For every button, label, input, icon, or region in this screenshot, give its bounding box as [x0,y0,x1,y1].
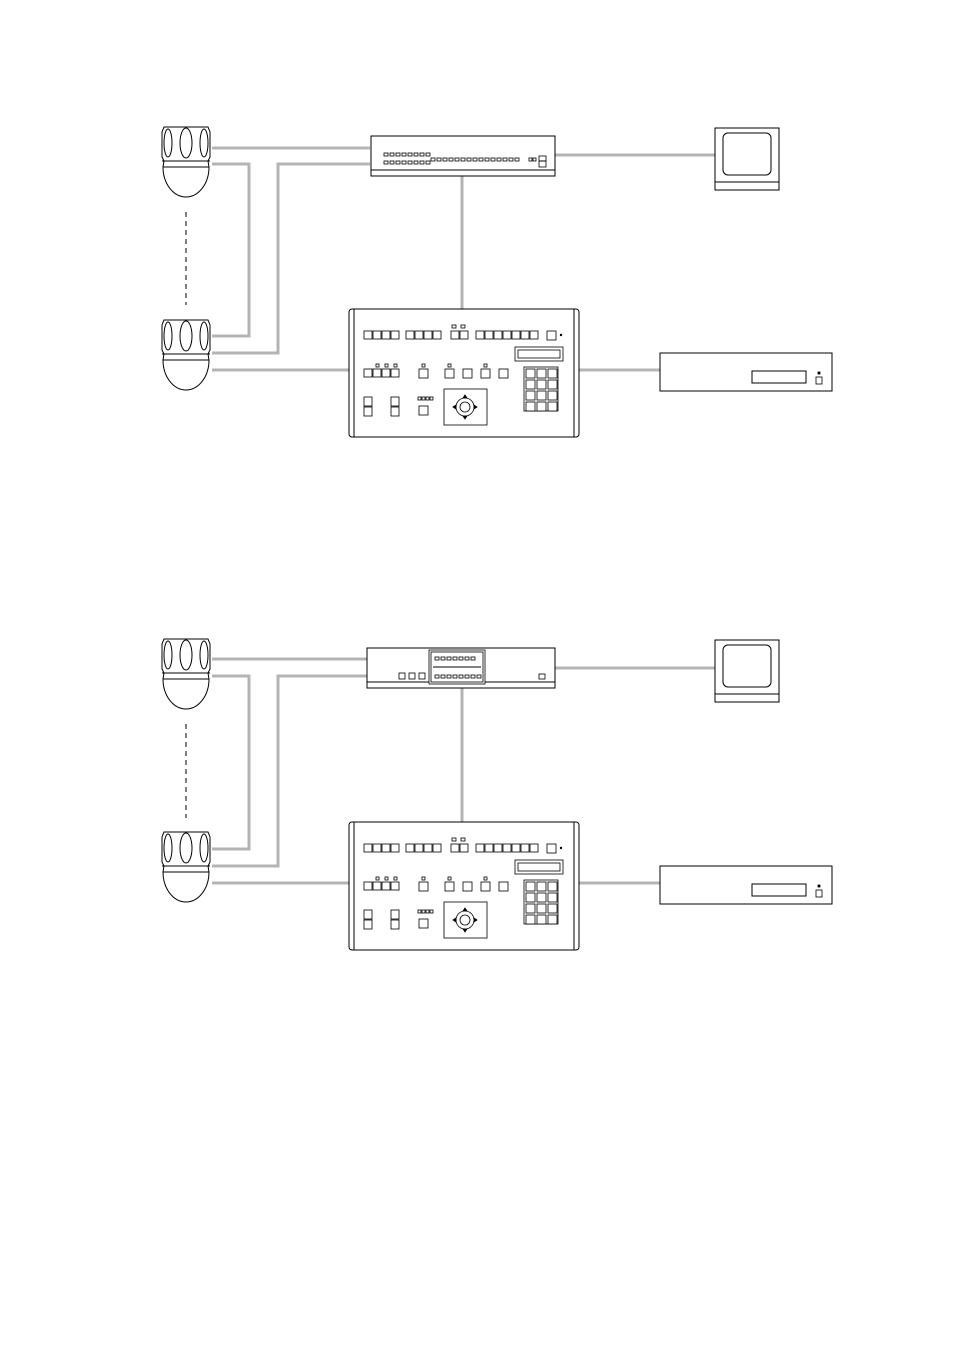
video-recorder [660,353,832,391]
system-2 [162,639,832,950]
video-monitor [715,640,779,702]
dome-camera-n [162,832,210,902]
video-switcher [367,648,555,688]
video-monitor [715,128,779,190]
dome-camera-1 [162,639,210,709]
video-recorder [660,866,832,904]
system-controller [349,822,579,950]
system-controller [349,309,579,437]
system-1 [162,127,832,437]
dome-camera-n [162,320,210,390]
video-switcher [371,136,555,176]
dome-camera-1 [162,127,210,197]
